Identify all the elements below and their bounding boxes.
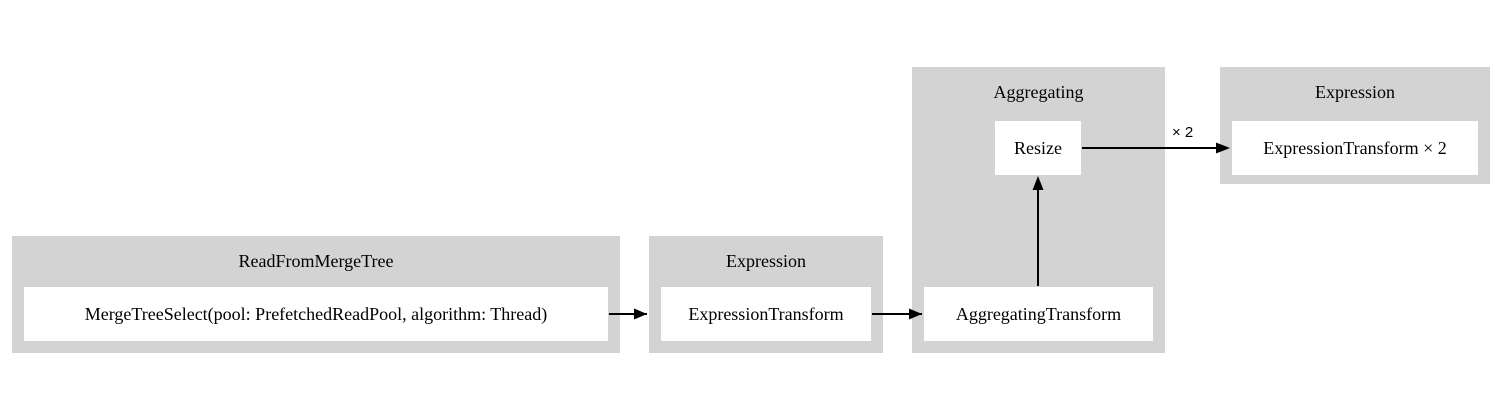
cluster-label-expression-left: Expression (726, 251, 806, 271)
cluster-label-expression-right: Expression (1315, 82, 1395, 102)
node-expression-transform-x2[interactable]: ExpressionTransform × 2 (1232, 121, 1478, 175)
node-merge-tree-select[interactable]: MergeTreeSelect(pool: PrefetchedReadPool… (24, 287, 608, 341)
node-label-aggregating-transform: AggregatingTransform (955, 304, 1122, 324)
node-label-expression-transform: ExpressionTransform (688, 304, 844, 324)
node-aggregating-transform[interactable]: AggregatingTransform (924, 287, 1153, 341)
node-label-resize: Resize (1014, 138, 1062, 158)
node-resize[interactable]: Resize (995, 121, 1081, 175)
cluster-label-aggregating: Aggregating (993, 82, 1084, 102)
cluster-label-read-from-merge-tree: ReadFromMergeTree (238, 251, 394, 271)
edge-label-resize-to-expression-transform-x2: × 2 (1172, 124, 1194, 141)
node-label-merge-tree-select: MergeTreeSelect(pool: PrefetchedReadPool… (84, 304, 548, 324)
node-expression-transform[interactable]: ExpressionTransform (661, 287, 871, 341)
node-label-expression-transform-x2: ExpressionTransform × 2 (1263, 138, 1447, 158)
